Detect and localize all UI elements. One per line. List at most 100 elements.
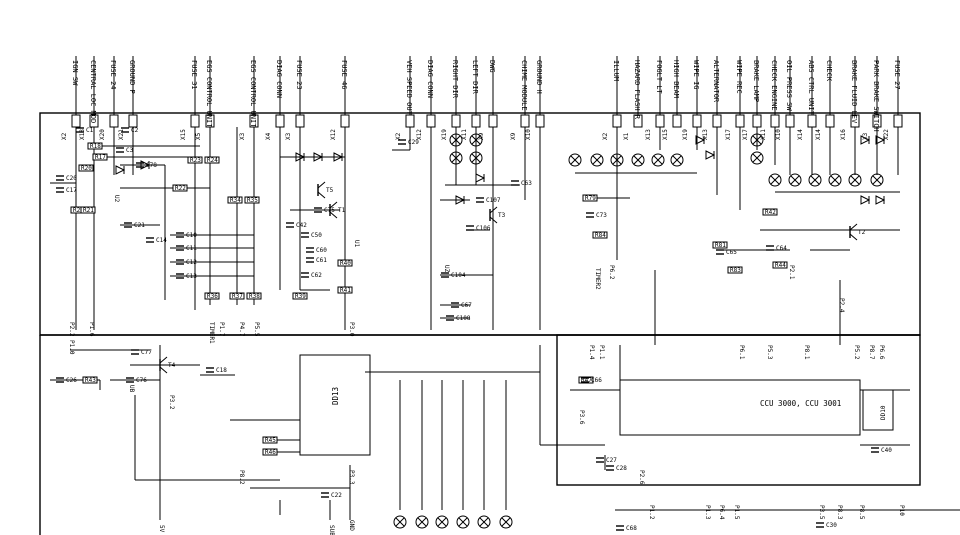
svg-text:C17: C17	[66, 187, 77, 194]
capacitor-C108: C108	[446, 315, 471, 322]
pin-label: X14	[797, 129, 804, 140]
lamp-L10	[670, 153, 684, 167]
svg-text:R35: R35	[247, 197, 258, 204]
wiring-top-left	[50, 127, 346, 330]
net-P2.1: P2.1	[788, 265, 795, 280]
lamp-L1	[449, 133, 463, 147]
resistor-R34: R34	[227, 196, 243, 204]
resistor-R81: R81	[712, 241, 728, 249]
net-P1.4: P1.4	[588, 345, 595, 360]
capacitor-C12: C12	[176, 259, 197, 266]
svg-text:C26: C26	[66, 377, 77, 384]
svg-text:C61: C61	[316, 257, 327, 264]
pin-label: X2	[395, 132, 402, 140]
connector-label: EGS CONTROL UNIT	[249, 60, 257, 128]
capacitor-C27: C27	[596, 457, 617, 464]
svg-text:R83: R83	[730, 267, 741, 274]
svg-text:C3: C3	[126, 147, 134, 154]
resistor-R45: R45	[262, 436, 278, 444]
svg-text:C65: C65	[726, 249, 737, 256]
svg-text:C21: C21	[134, 222, 145, 229]
capacitor-C18: C18	[206, 367, 227, 374]
svg-text:C78: C78	[146, 162, 157, 169]
connector-label: CHECK ENGINE	[770, 60, 778, 111]
lamp-symbols	[393, 133, 884, 529]
net-P1.1: P1.1	[598, 345, 605, 360]
svg-text:C40: C40	[881, 447, 892, 454]
svg-text:R46: R46	[265, 449, 276, 456]
net-P1.6: P1.6	[88, 322, 95, 337]
pin-label: X12	[330, 129, 337, 140]
net-P6.2: P6.2	[608, 265, 615, 280]
svg-text:R45: R45	[265, 437, 276, 444]
connector-label: BRAKE FLUID LEV	[850, 60, 858, 124]
net-P3.5: P3.5	[818, 505, 825, 520]
lamp-L9	[651, 153, 665, 167]
resistor-R17: R17	[92, 153, 108, 161]
lamp-L18	[870, 173, 884, 187]
resistor-R23: R23	[187, 156, 203, 164]
resistor-R44: R44	[772, 261, 788, 269]
pin-label: X5	[195, 132, 202, 140]
svg-text:C13: C13	[186, 273, 197, 280]
connector-label: WIPE IG	[692, 60, 700, 90]
pin-label: X12	[416, 129, 423, 140]
svg-text:C68: C68	[626, 525, 637, 532]
diode-D12	[333, 152, 344, 162]
net-TIMER2: TIMER2	[594, 268, 601, 290]
connector-label: GROUND P	[128, 60, 136, 94]
capacitor-C106: C106	[466, 225, 491, 232]
connector-label: ILLUM	[612, 60, 620, 81]
svg-text:T4: T4	[168, 362, 176, 369]
resistor-R42: R42	[762, 208, 778, 216]
diode-D100	[140, 160, 151, 170]
capacitor-C78: C78	[136, 162, 157, 169]
svg-text:C60: C60	[316, 247, 327, 254]
wiring-bottom-center	[365, 345, 960, 511]
capacitor-C21: C21	[124, 222, 145, 229]
svg-text:C108: C108	[456, 315, 471, 322]
connector-label: CHECK	[825, 60, 833, 82]
connector-label: ABS CTRL UNIT	[807, 60, 815, 116]
pin-label: X2	[602, 132, 609, 140]
pin-label: X10	[525, 129, 532, 140]
connector-27: ABS CTRL UNIT X14	[797, 56, 817, 140]
svg-text:C50: C50	[311, 232, 322, 239]
net-P6.6: P6.6	[878, 345, 885, 360]
svg-text:C20: C20	[66, 175, 77, 182]
connector-label: OIL PRESS SW	[785, 60, 793, 111]
capacitor-C104: C104	[441, 272, 466, 279]
svg-text:R36: R36	[207, 293, 218, 300]
resistor-R37: R37	[229, 292, 245, 300]
resistor-R18: R18	[87, 142, 103, 150]
pin-label: X22	[883, 129, 890, 140]
resistor-R38: R38	[246, 292, 262, 300]
connector-label: HAZARD FLASH R	[633, 60, 641, 120]
net-U1: U1	[353, 240, 360, 248]
capacitor-C64: C64	[766, 245, 787, 252]
svg-text:C10: C10	[186, 232, 197, 239]
capacitor-C107: C107	[476, 197, 501, 204]
connector-label: ALTERNATOR	[712, 60, 720, 103]
connector-18: HAZARD FLASH RX1	[623, 56, 643, 140]
board-frame	[39, 112, 921, 535]
lamp-L4	[469, 151, 483, 165]
capacitor-C73: C73	[586, 212, 607, 219]
connector-label: FUSE 46	[340, 60, 348, 90]
net-P8.5: P8.5	[858, 505, 865, 520]
pin-label: X13	[645, 129, 652, 140]
net-GND: GND	[348, 520, 355, 531]
svg-text:T1: T1	[338, 207, 346, 214]
transistor-T4: T4	[159, 356, 176, 374]
net-P5.3: P5.3	[766, 345, 773, 360]
